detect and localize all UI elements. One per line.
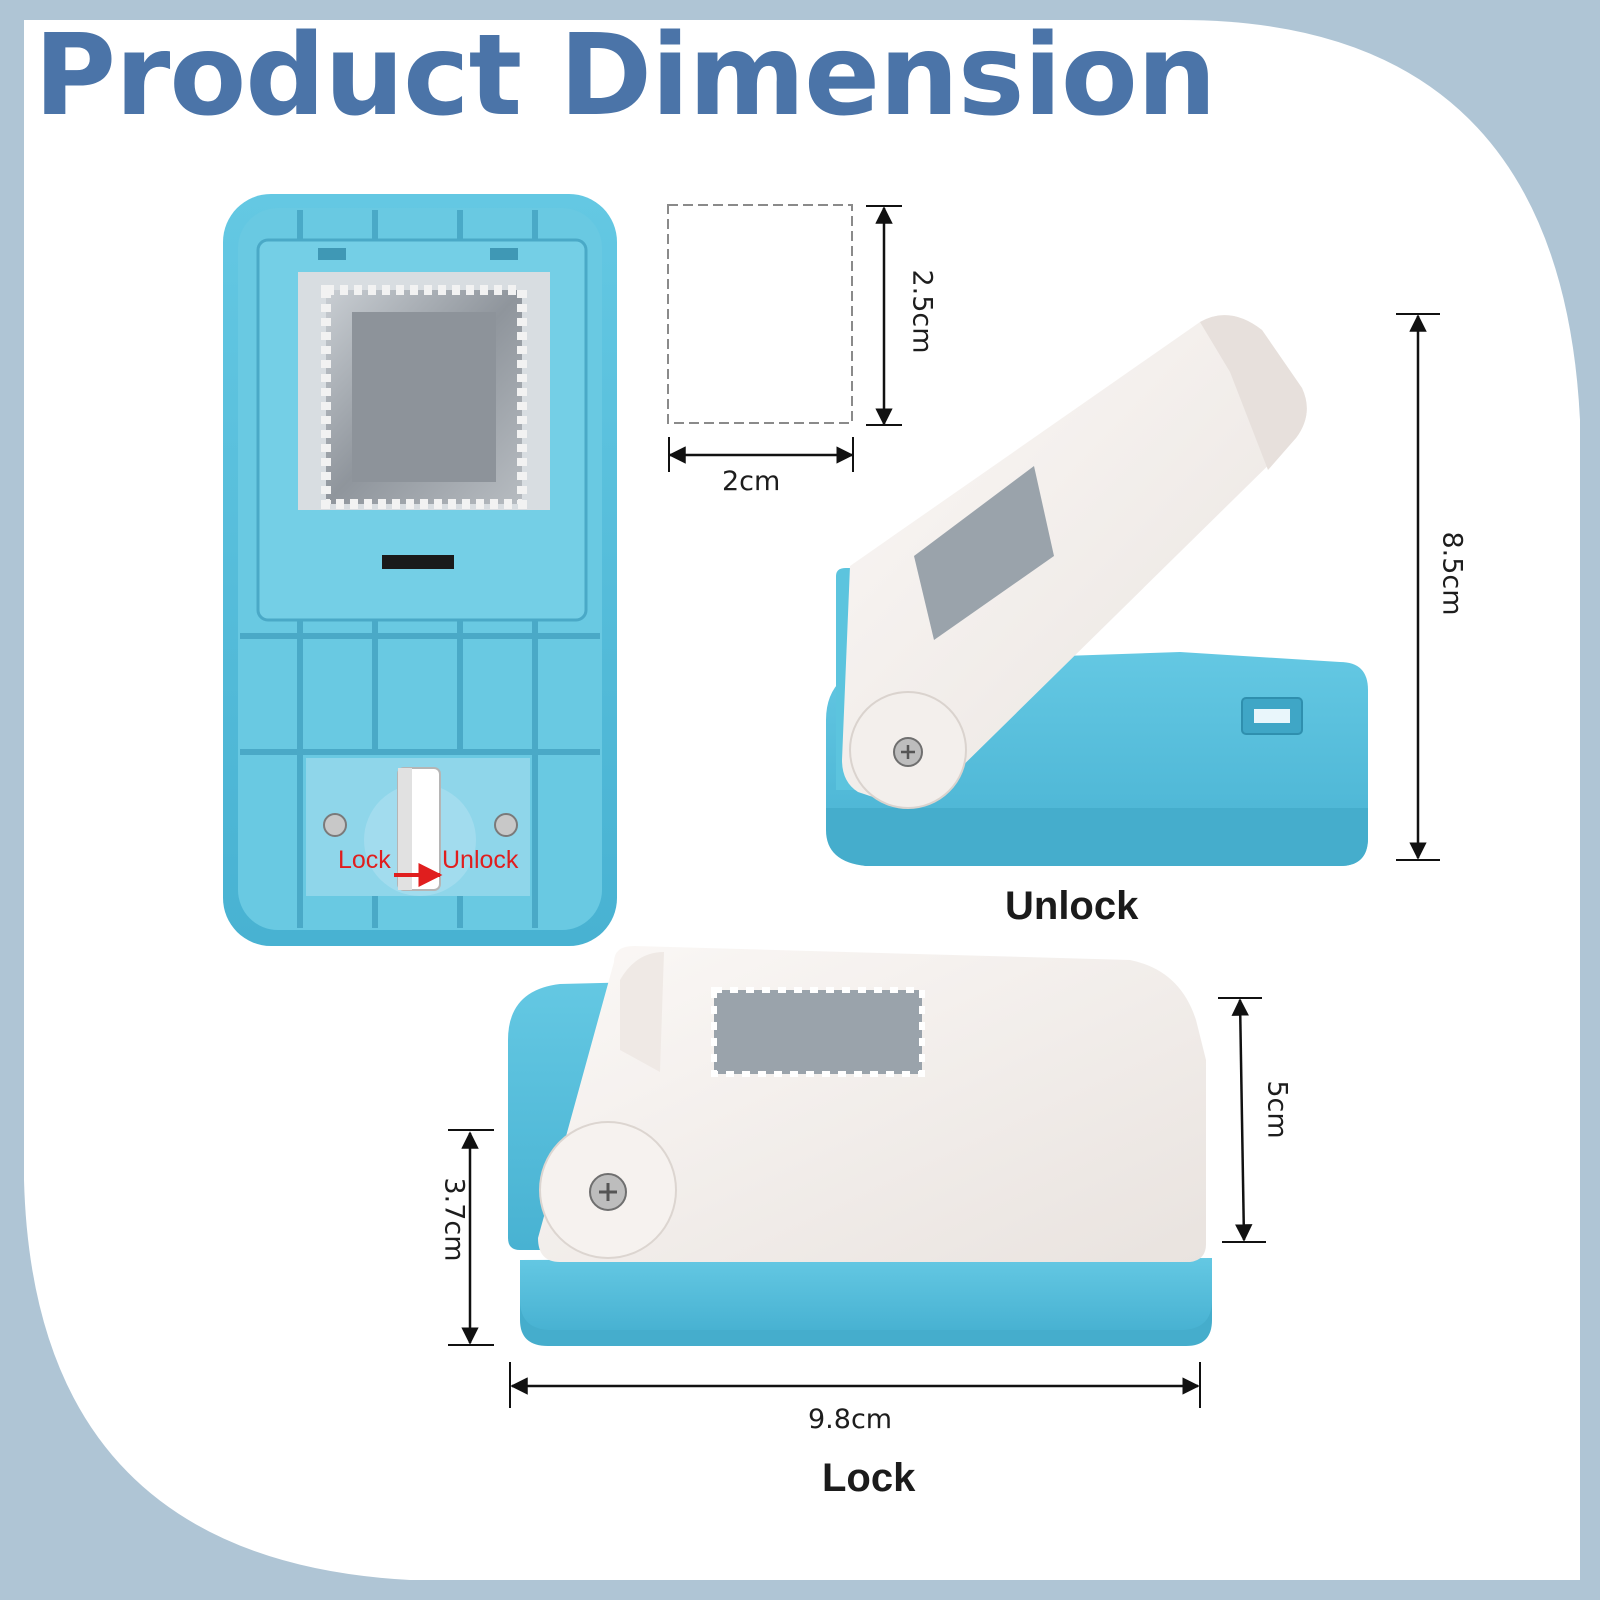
stamp-height-label: 2.5cm — [906, 269, 938, 354]
unlock-caption: Unlock — [1005, 884, 1139, 928]
lock-body-height-line — [1231, 998, 1253, 1242]
lock-width-label: 9.8cm — [808, 1404, 893, 1435]
locked-punch — [508, 946, 1212, 1346]
lock-body-height-label: 5cm — [1261, 1080, 1293, 1139]
stamp-outline — [667, 204, 853, 424]
lock-base-height-label: 3.7cm — [438, 1177, 470, 1262]
lock-caption: Lock — [822, 1456, 916, 1500]
bottom-view-punch — [223, 194, 617, 946]
unlock-height-label: 8.5cm — [1436, 531, 1468, 616]
unlocked-punch — [826, 315, 1368, 866]
stamp-width-label: 2cm — [722, 466, 781, 497]
unlock-switch-label: Unlock — [442, 846, 519, 874]
lock-switch-label: Lock — [338, 846, 391, 874]
page-title: Product Dimension — [34, 11, 1217, 141]
